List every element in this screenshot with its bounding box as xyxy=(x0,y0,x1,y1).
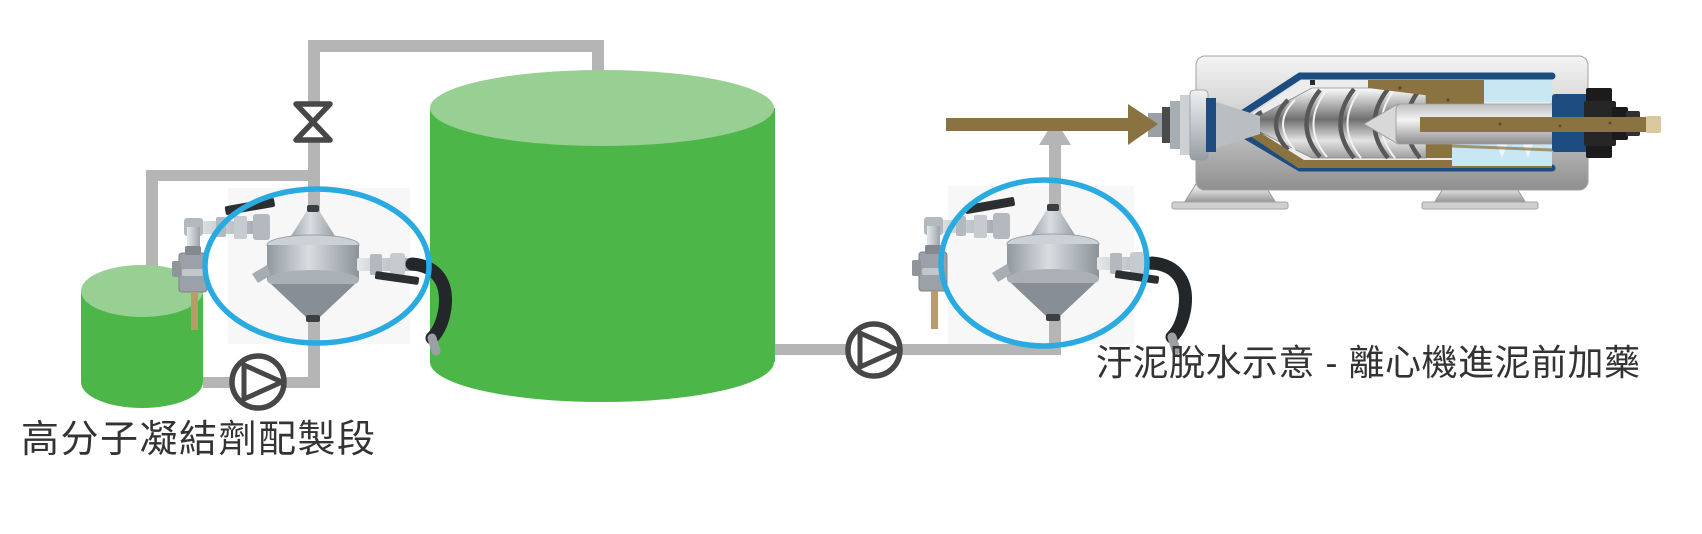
pipe-segment-branch-drop xyxy=(146,170,158,270)
right-caption-label: 汙泥脫水示意 - 離心機進泥前加藥 xyxy=(1096,342,1641,383)
pipe-segment-middle-horizontal xyxy=(775,344,1061,355)
pipe-segment-top-horizontal xyxy=(308,40,604,52)
centrifuge-cake-discharge xyxy=(1420,117,1648,132)
highlight-circle-right xyxy=(938,177,1150,349)
sludge-feed-line xyxy=(946,104,1158,145)
valve-symbol xyxy=(293,101,333,143)
left-section-label: 高分子凝結劑配製段 xyxy=(21,419,377,461)
sludge-feed-arrow xyxy=(1128,104,1158,145)
pipe-segment-branch-horizontal xyxy=(146,170,320,181)
decanter-centrifuge-cutaway xyxy=(1148,55,1661,210)
dosing-up-arrow xyxy=(1039,119,1071,145)
pipe-segment-above-valve xyxy=(308,40,320,106)
small-green-tank xyxy=(81,265,203,408)
centrifuge-feed-shaft xyxy=(1148,89,1260,161)
highlight-circle-left xyxy=(202,186,432,346)
large-green-tank xyxy=(430,70,775,402)
pump-symbol-left xyxy=(232,356,284,408)
pump-symbol-center xyxy=(848,324,900,376)
